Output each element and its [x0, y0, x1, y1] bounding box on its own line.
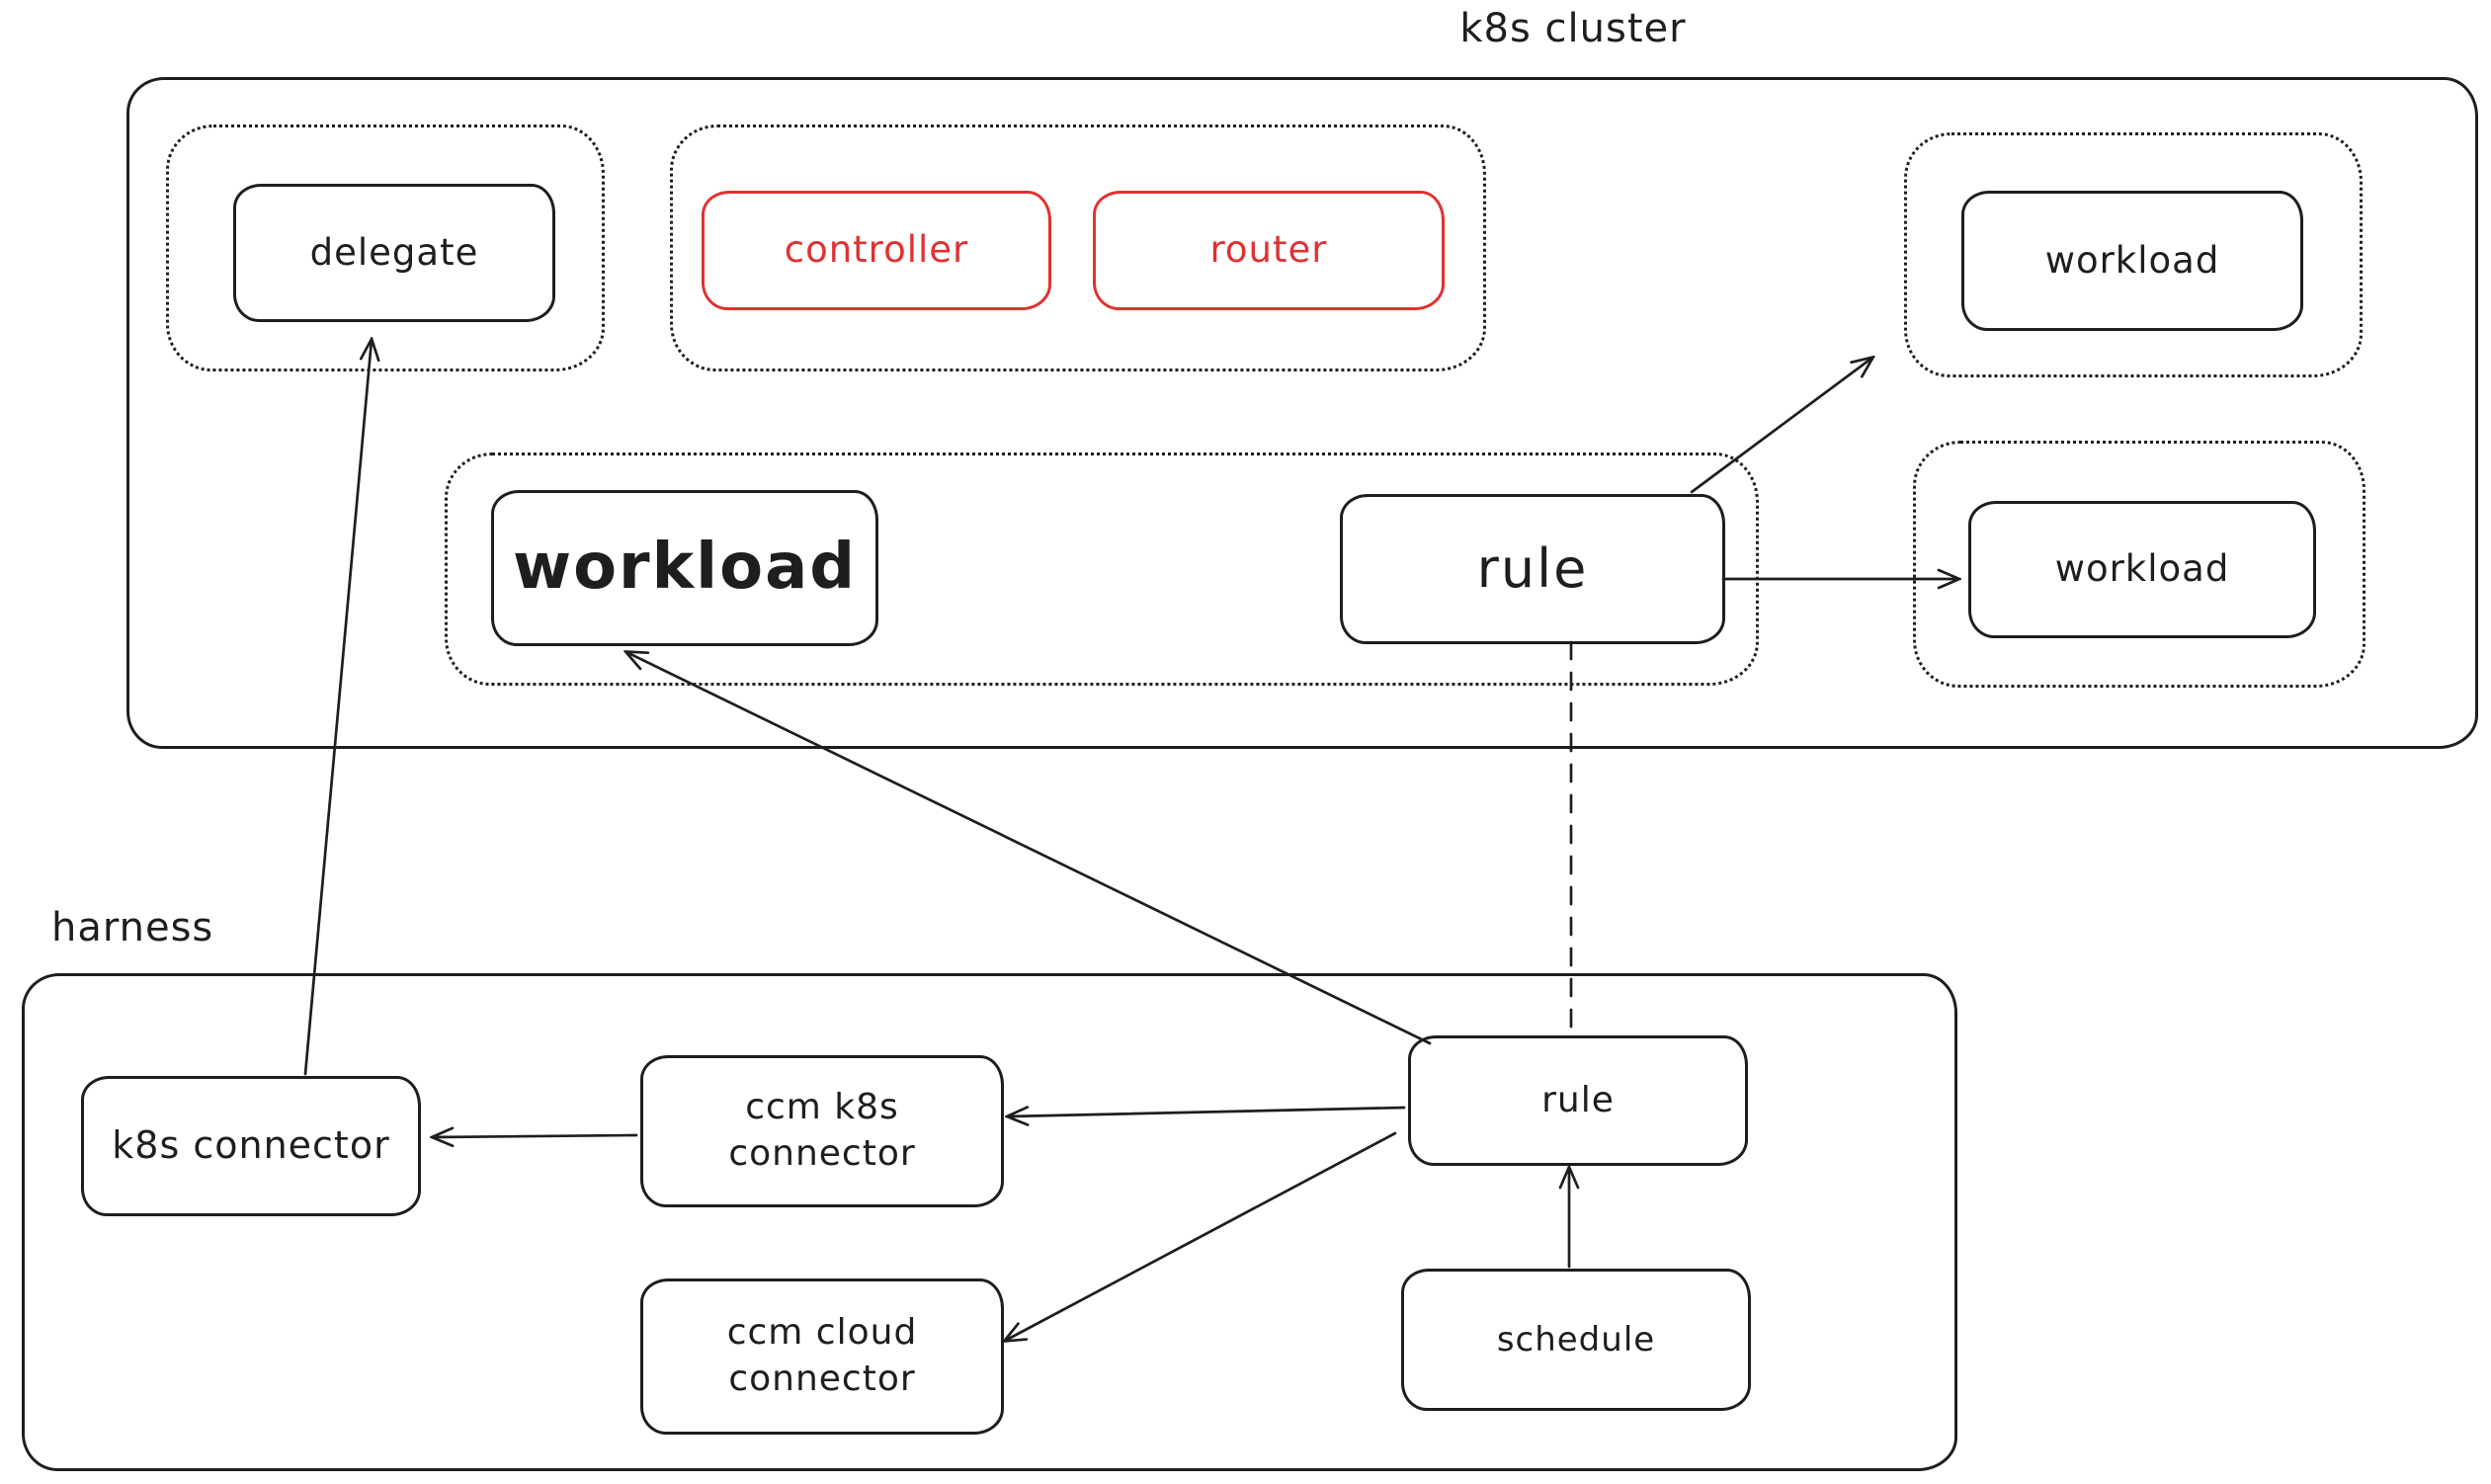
workload-group-right: [1913, 441, 2366, 688]
delegate-group: [166, 124, 605, 371]
node-rule-k8s: rule: [1340, 494, 1725, 644]
node-label-line: ccm cloud: [726, 1312, 918, 1354]
node-delegate: delegate: [233, 184, 555, 322]
node-schedule: schedule: [1401, 1269, 1751, 1411]
node-router: router: [1093, 191, 1445, 310]
node-controller: controller: [702, 191, 1051, 310]
node-workload-top-right: workload: [1961, 191, 2303, 331]
node-ccm-cloud-connector: ccm cloud connector: [640, 1278, 1004, 1435]
node-label-line: connector: [728, 1359, 916, 1399]
node-k8s-connector: k8s connector: [81, 1076, 421, 1216]
k8s-cluster-label: k8s cluster: [1459, 6, 1687, 51]
harness-label: harness: [51, 905, 214, 950]
controller-router-group: [670, 124, 1486, 371]
node-label-line: ccm k8s: [745, 1087, 899, 1128]
node-label-line: connector: [728, 1133, 916, 1174]
node-rule-harness: rule: [1408, 1035, 1748, 1166]
node-workload-main: workload: [491, 490, 878, 646]
node-workload-right: workload: [1968, 501, 2316, 638]
workload-group-top-right: [1904, 132, 2363, 377]
node-ccm-k8s-connector: ccm k8s connector: [640, 1055, 1004, 1207]
